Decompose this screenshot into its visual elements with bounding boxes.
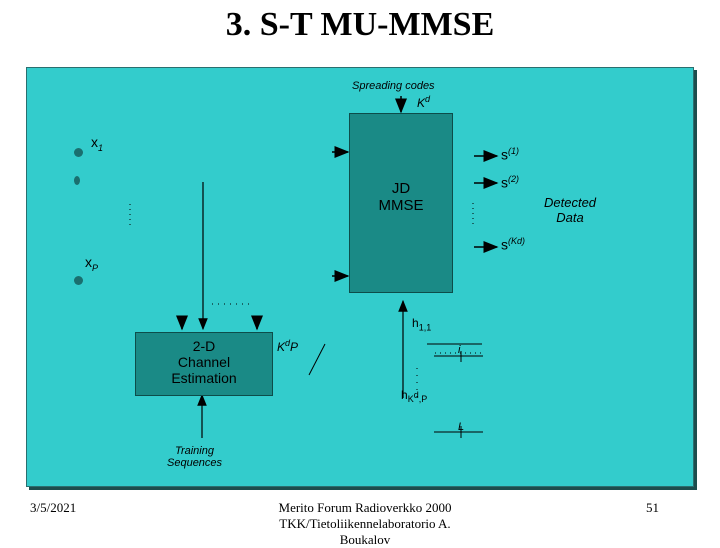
ce-line-3: Estimation — [171, 370, 237, 386]
detected-data-label: Detected Data — [544, 195, 597, 225]
jd-label: JD — [391, 180, 411, 197]
hkdp-label: hKd,P — [401, 388, 428, 405]
input-x1-dot — [74, 148, 83, 157]
ce-line-1: 2-D — [192, 338, 216, 354]
footer-line-2: TKK/Tietoliikennelaboratorio A. — [279, 516, 451, 531]
spreading-codes-kd: Kd — [417, 94, 431, 110]
footer-center: Merito Forum Radioverkko 2000 TKK/Tietol… — [250, 500, 480, 548]
training-sequences-label: Training Sequences — [167, 445, 223, 469]
kdp-slash — [308, 343, 326, 376]
input-x1-label: x1 — [91, 134, 104, 153]
ce-line-2: Channel — [177, 354, 231, 370]
connection-lines — [129, 96, 499, 438]
output-skd-label: s(Kd) — [501, 236, 526, 253]
i-label: i — [458, 344, 461, 356]
page-title: 3. S-T MU-MMSE — [225, 6, 495, 43]
l-label: L — [458, 421, 465, 433]
h11-label: h1,1 — [412, 316, 432, 333]
jd-mmse-block: JD MMSE — [349, 113, 453, 293]
footer-date: 3/5/2021 — [30, 500, 77, 515]
channel-estimation-block: 2-D Channel Estimation — [135, 332, 273, 396]
diagram-panel: x1 xP Spreading codes Kd JD MMSE s(1) s(… — [26, 67, 694, 487]
footer-page-number: 51 — [646, 500, 659, 515]
footer-line-3: Boukalov — [339, 532, 391, 547]
footer-line-1: Merito Forum Radioverkko 2000 — [278, 500, 452, 515]
input-xp-dot — [74, 276, 83, 285]
input-xp-label: xP — [85, 254, 99, 273]
output-s2-label: s(2) — [501, 174, 519, 191]
spreading-codes-label: Spreading codes — [352, 80, 435, 92]
mmse-label: MMSE — [378, 197, 424, 214]
output-s1-label: s(1) — [501, 146, 519, 163]
kdp-label: KdP — [277, 338, 299, 354]
input-x2-dot — [74, 176, 80, 185]
